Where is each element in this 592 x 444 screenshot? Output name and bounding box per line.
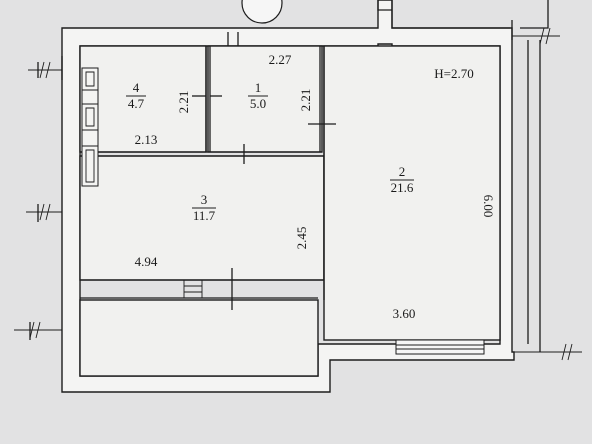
door-mark-room1-top (227, 32, 239, 46)
room-1 (207, 45, 323, 153)
window-room2 (395, 339, 485, 355)
balcony-door-frame (183, 280, 203, 298)
right-break-marker-bottom (512, 343, 582, 361)
dim-room4-width: 2.13 (135, 132, 158, 147)
room-2-number: 2 (399, 164, 406, 179)
top-round-element (241, 0, 283, 24)
dim-room2-width: 3.60 (393, 306, 416, 321)
partition-room1-room2 (319, 46, 325, 280)
balcony (79, 299, 319, 377)
dim-room3-height: 2.45 (294, 227, 309, 250)
left-break-marker-top (28, 61, 62, 79)
cabinet-dividers (82, 71, 98, 183)
top-right-wall-fragment-2 (377, 0, 392, 11)
room-4 (79, 45, 207, 153)
room-2-area: 21.6 (391, 180, 414, 195)
ceiling-height-note: H=2.70 (434, 66, 473, 81)
partition-room4-room1 (205, 46, 211, 152)
dim-room3-width: 4.94 (135, 254, 158, 269)
dim-room1-width: 2.27 (269, 52, 292, 67)
left-wall-outer-segment (29, 56, 63, 340)
dim-room4-height: 2.21 (176, 91, 191, 114)
room-4-number: 4 (133, 80, 140, 95)
room-3-number: 3 (201, 192, 208, 207)
partition-top-rooms-room3 (80, 151, 324, 157)
room-1-area: 5.0 (250, 96, 266, 111)
top-right-wall-fragment (391, 0, 549, 29)
right-wall-outer (511, 20, 541, 352)
left-break-marker-bottom (14, 321, 62, 339)
room-2 (323, 45, 501, 341)
room-1-number: 1 (255, 80, 262, 95)
right-break-marker-top (512, 27, 560, 45)
dim-room2-height: 6.00 (481, 195, 496, 218)
dim-room1-height: 2.21 (298, 89, 313, 112)
room-3-area: 11.7 (193, 208, 216, 223)
room-4-area: 4.7 (128, 96, 145, 111)
window-room2-panes (396, 344, 484, 350)
